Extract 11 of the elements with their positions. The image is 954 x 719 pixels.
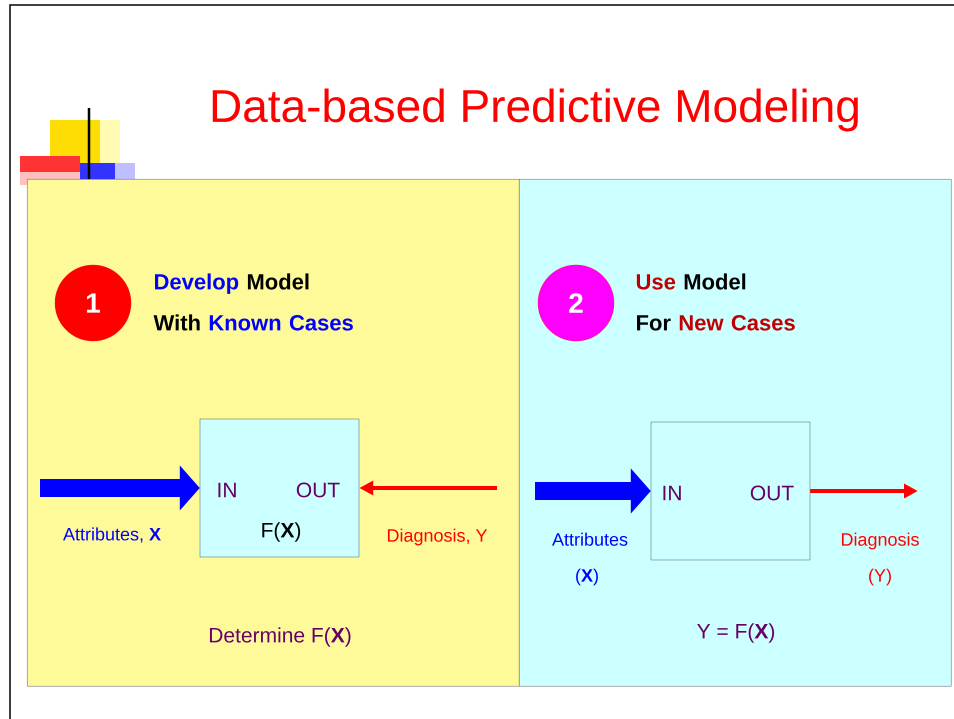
formula-text: Determine F(X) (210, 627, 350, 647)
model-box: IN OUT F(X) (200, 418, 360, 558)
formula-text: Y = F(X) (697, 623, 774, 643)
panel-heading: Develop Model With Known Cases (154, 273, 353, 331)
edge-label: Attributes (X) (552, 532, 628, 586)
slide-title: Data-based Predictive Modeling (212, 88, 858, 132)
edge-label: Diagnosis, Y (388, 528, 488, 546)
edge-label: Attributes, X (63, 527, 161, 543)
edge-label: Diagnosis (Y) (842, 532, 919, 586)
model-box: IN OUT (650, 422, 810, 560)
panel-heading: Use Model For New Cases (636, 273, 795, 331)
